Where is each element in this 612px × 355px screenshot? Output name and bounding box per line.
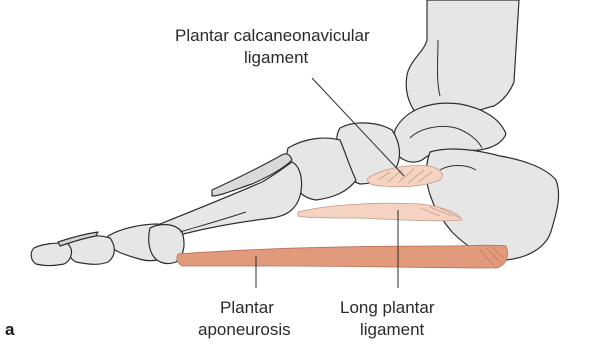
panel-letter: a (5, 320, 14, 340)
long-plantar-label-line1: Long plantar (340, 298, 435, 318)
plantar-aponeurosis-shape (177, 245, 508, 268)
calcaneonavicular-label-line2: ligament (244, 48, 308, 68)
tibia-bone (406, 0, 519, 122)
first-metatarsal-bone (160, 162, 302, 236)
aponeurosis-label-line1: Plantar (220, 298, 274, 318)
calcaneonavicular-label-line1: Plantar calcaneonavicular (175, 26, 370, 46)
long-plantar-label-line2: ligament (360, 320, 424, 340)
aponeurosis-label-line2: aponeurosis (198, 320, 291, 340)
distal-phalanx-bone (31, 243, 71, 265)
calcaneus-bone (426, 149, 558, 260)
